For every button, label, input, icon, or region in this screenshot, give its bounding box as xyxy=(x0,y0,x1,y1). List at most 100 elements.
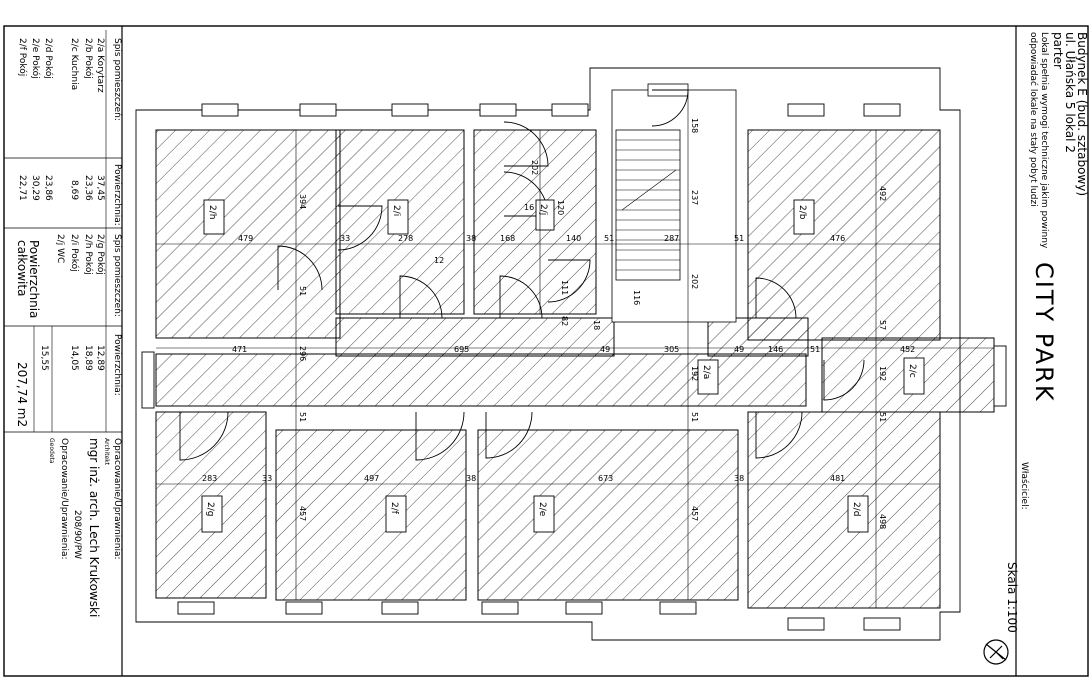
dimension-label: 471 xyxy=(232,345,247,354)
legend-room-area: 18,89 xyxy=(83,345,93,371)
compliance-note-2: odpowiadać lokale na stały pobyt ludzi xyxy=(1028,32,1039,207)
legend-room-area: 23,36 xyxy=(83,175,93,201)
dimension-label: 673 xyxy=(598,474,613,483)
dimension-label: 202 xyxy=(530,160,539,175)
dimension-label: 16 xyxy=(524,203,534,212)
legend-room-area: 8,69 xyxy=(69,180,79,200)
legend-room-name: 2/b Pokój xyxy=(83,38,94,79)
room-tag: 2/d xyxy=(851,502,861,516)
dimension-label: 457 xyxy=(690,506,699,521)
total-area-label: Powierzchnia xyxy=(27,240,41,318)
dimension-label: 452 xyxy=(900,345,915,354)
dimension-label: 38 xyxy=(734,474,744,483)
dimension-label: 394 xyxy=(298,194,307,209)
legend-rooms-left: 2/a Korytarz 37,45 2/b Pokój 23,36 2/c K… xyxy=(17,38,105,201)
dimension-label: 202 xyxy=(690,274,699,289)
dimension-label: 51 xyxy=(604,234,614,243)
staircase xyxy=(611,83,737,323)
dimension-label: 695 xyxy=(454,345,469,354)
dimension-label: 457 xyxy=(298,506,307,521)
dimension-label: 51 xyxy=(878,412,887,422)
room-tag: 2/i xyxy=(391,205,401,216)
legend-room-name: 2/g Pokój xyxy=(95,234,106,275)
room-tag: 2/a xyxy=(701,365,711,379)
building-name: Budynek E (bud. sztabowy) xyxy=(1075,32,1089,196)
dimension-label: 51 xyxy=(690,412,699,422)
dimension-label: 51 xyxy=(298,286,307,296)
legend-room-name: 2/e Pokój xyxy=(30,38,41,79)
brand-logo: CITY PARK xyxy=(1030,262,1058,403)
floor-plan: 2/h 2/i 2/j 2/b 2/a 2/c 2/g 2/f 2/e 2/d xyxy=(135,67,1007,641)
dimension-label: 283 xyxy=(202,474,217,483)
window-markers-top xyxy=(201,103,901,117)
dimension-label: 237 xyxy=(690,190,699,205)
dimension-labels: 479 33 278 38 168 140 51 287 51 476 394 … xyxy=(202,118,915,529)
legend-room-area: 37,45 xyxy=(95,175,105,201)
total-area-label-2: całkowita xyxy=(15,240,29,296)
legend-rooms-right: 2/g Pokój 12,89 2/h Pokój 18,89 2/i Pokó… xyxy=(39,234,106,371)
dimension-lines xyxy=(156,96,994,608)
dimension-label: 192 xyxy=(878,366,887,381)
core-left xyxy=(335,317,615,357)
owner-label: Właściciel: xyxy=(1019,462,1030,510)
dimension-label: 140 xyxy=(566,234,581,243)
dimension-label: 305 xyxy=(664,345,679,354)
legend-area-header-2: Powierzchnia: xyxy=(112,334,122,396)
dimension-label: 287 xyxy=(664,234,679,243)
legend-room-name: 2/d Pokój xyxy=(43,38,54,79)
legend-list-header: Spis pomieszczeń: xyxy=(112,38,122,121)
dimension-label: 33 xyxy=(262,474,272,483)
legend-block: Spis pomieszczeń: Powierzchnia: 2/a Kory… xyxy=(4,30,122,617)
dimension-label: 476 xyxy=(830,234,845,243)
dimension-label: 158 xyxy=(690,118,699,133)
room-2h xyxy=(155,129,341,339)
building-address: ul. Ułańska 5 lokal 2 xyxy=(1063,32,1077,153)
dimension-label: 12 xyxy=(434,256,444,265)
dimension-label: 498 xyxy=(878,514,887,529)
dimension-label: 481 xyxy=(830,474,845,483)
legend-room-area: 12,89 xyxy=(95,345,105,371)
dimension-label: 497 xyxy=(364,474,379,483)
title-block: Budynek E (bud. sztabowy) ul. Ułańska 5 … xyxy=(983,32,1089,665)
dimension-label: 51 xyxy=(298,412,307,422)
dimension-label: 492 xyxy=(878,186,887,201)
room-tag: 2/g xyxy=(205,502,215,516)
compliance-note-1: Lokal spełnia wymogi techniczne jakim po… xyxy=(1039,32,1049,249)
legend-room-name: 2/a Korytarz xyxy=(95,38,105,93)
window-markers-side xyxy=(141,345,1007,409)
architect-name: mgr inż. arch. Lech Krukowski xyxy=(87,438,101,617)
room-2e xyxy=(477,429,739,601)
dimension-label: 111 xyxy=(560,280,569,295)
sheet-border xyxy=(3,25,1089,677)
dimension-label: 278 xyxy=(398,234,413,243)
legend-room-area: 30,29 xyxy=(30,175,40,201)
dimension-label: 51 xyxy=(734,234,744,243)
legend-area-header: Powierzchnia: xyxy=(112,164,122,226)
room-2b xyxy=(747,129,941,341)
scale-label: Skala 1:100 xyxy=(1005,562,1019,633)
dimension-label: 479 xyxy=(238,234,253,243)
room-tag: 2/e xyxy=(537,502,547,517)
legend-room-name: 2/j WC xyxy=(55,234,65,263)
dimension-label: 49 xyxy=(734,345,744,354)
window-markers-bottom xyxy=(177,601,901,631)
dimension-label: 33 xyxy=(340,234,350,243)
architect-license: 208/90/PW xyxy=(72,510,82,559)
building-floor: parter xyxy=(1051,32,1065,69)
total-area-value: 207,74 m2 xyxy=(15,362,29,427)
room-tag: 2/c xyxy=(907,364,917,378)
legend-room-name: 2/c Kuchnia xyxy=(69,38,79,90)
room-2d xyxy=(747,411,941,609)
room-tags: 2/h 2/i 2/j 2/b 2/a 2/c 2/g 2/f 2/e 2/d xyxy=(201,199,925,533)
prepared-label-2: Opracowanie/Uprawnienia: xyxy=(59,438,69,560)
room-tag: 2/b xyxy=(797,205,807,220)
dimension-label: 18 xyxy=(592,320,601,330)
prepared-label: Opracowanie/Uprawnienia: xyxy=(112,438,122,560)
north-arrow-icon xyxy=(983,639,1009,665)
room-tag: 2/h xyxy=(207,205,217,219)
dimension-label: 51 xyxy=(810,345,820,354)
plot-outline xyxy=(135,67,961,641)
dimension-label: 146 xyxy=(768,345,783,354)
surveyor-role: Geodeta xyxy=(48,438,55,464)
